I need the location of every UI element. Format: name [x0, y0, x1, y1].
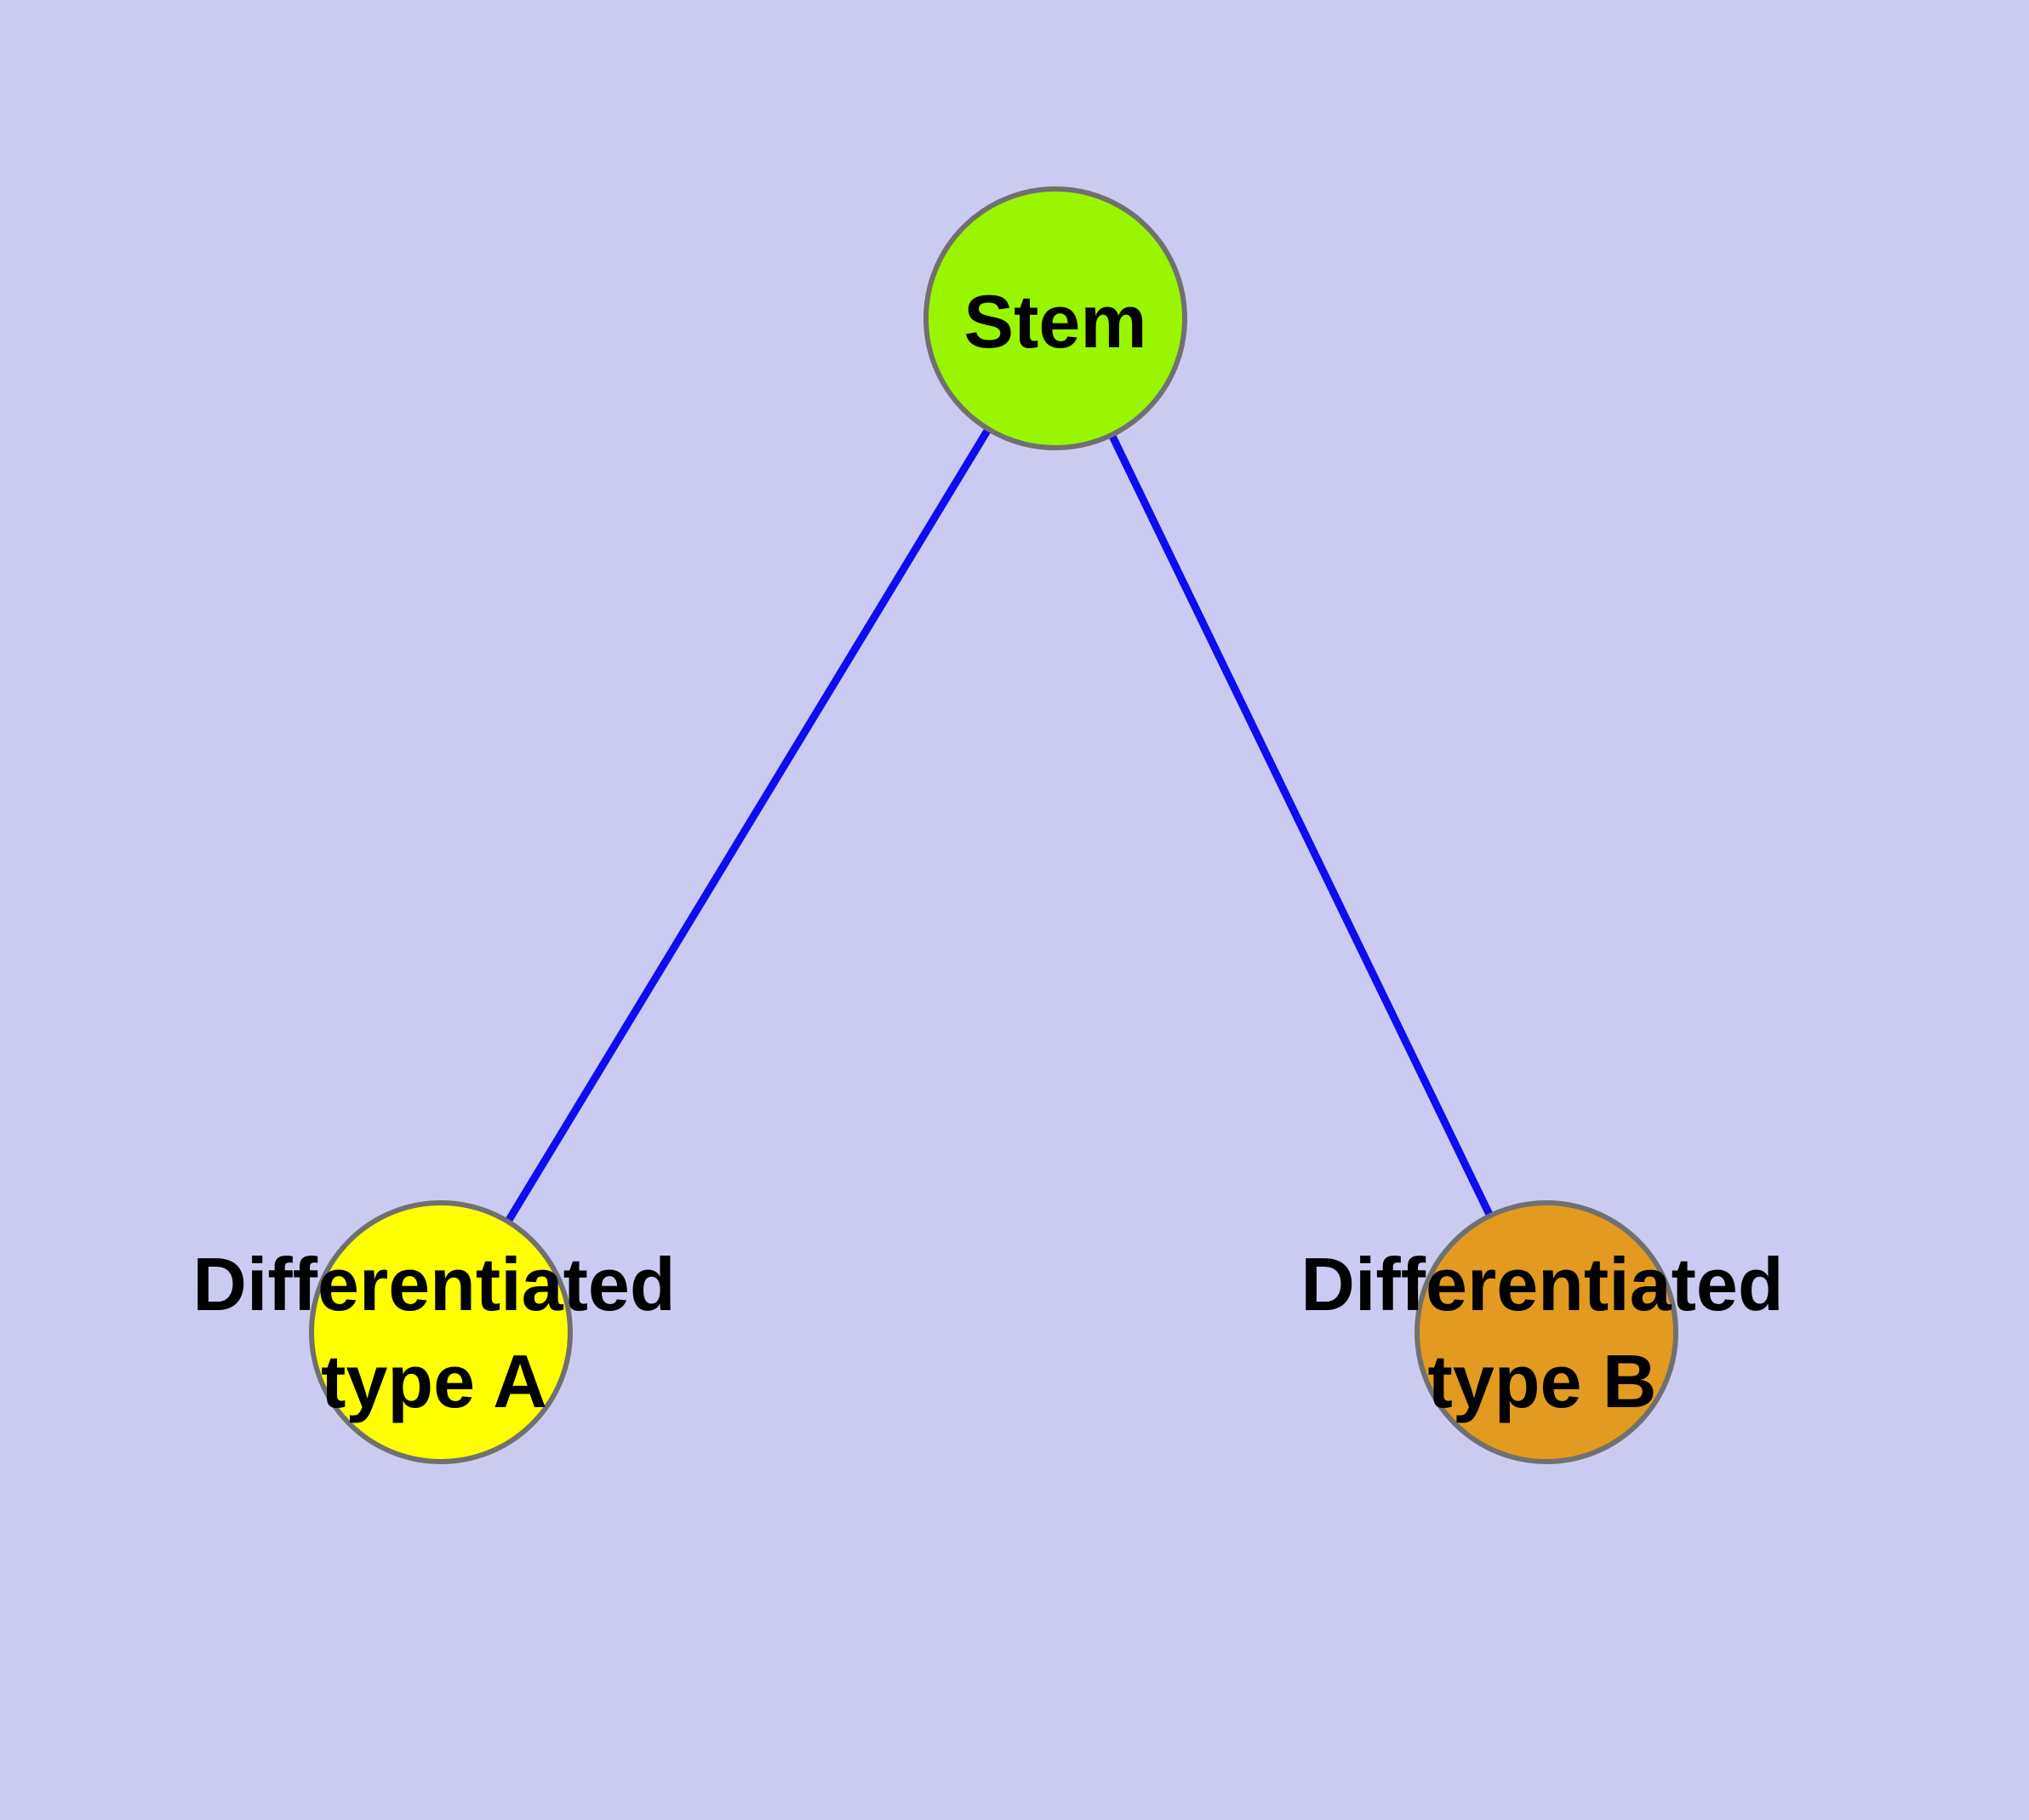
stem-node-circle	[923, 186, 1187, 450]
stem-node-label: Stem	[963, 279, 1147, 363]
edge-stem-to-type-b	[1051, 317, 1551, 1334]
type-b-node-circle	[1415, 1200, 1678, 1464]
type-a-node-circle	[309, 1200, 573, 1464]
type-a-node-label: Differentiated type A	[192, 1242, 676, 1423]
type-b-node-label: Differentiated type B	[1300, 1242, 1784, 1423]
edge-stem-to-type-a	[437, 316, 1059, 1335]
